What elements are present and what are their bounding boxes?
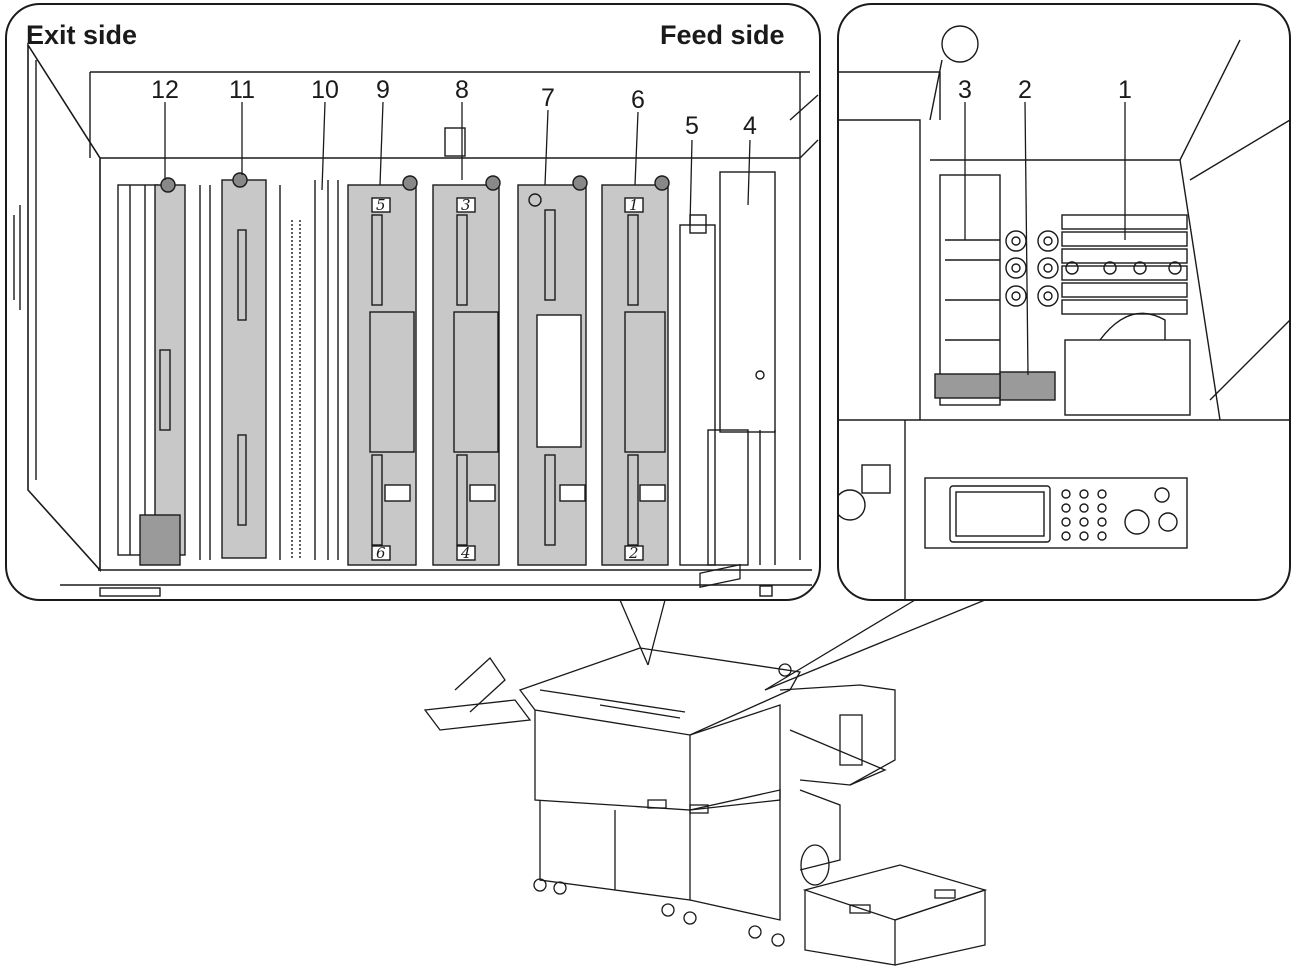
module-number-bottom-3: 2 [628,544,639,562]
callout-6: 6 [631,86,645,114]
callout-9: 9 [376,76,390,104]
right-detail-panel [837,3,1291,601]
callout-2: 2 [1018,76,1032,104]
callout-10: 10 [311,76,339,104]
callout-5: 5 [685,112,699,140]
right-callout-leaders [964,101,1126,376]
module-number-top-3: 1 [629,196,639,214]
callout-12: 12 [151,76,179,104]
callout-7: 7 [541,84,555,112]
callout-1: 1 [1118,76,1132,104]
module-number-bottom-1: 6 [376,544,386,562]
exit-side-label: Exit side [26,20,138,50]
callout-11: 11 [229,76,255,104]
module-number-labels: 5 3 1 6 4 2 [376,196,639,562]
module-number-top-2: 3 [461,196,471,214]
left-detail-panel [5,3,821,601]
left-callout-leaders [164,101,751,226]
feed-side-label: Feed side [660,20,785,50]
module-number-bottom-2: 4 [460,544,471,562]
callout-3: 3 [958,76,972,104]
callout-8: 8 [455,76,469,104]
module-number-top-1: 5 [376,196,386,214]
callout-4: 4 [743,112,757,140]
machine-overview [423,563,988,966]
